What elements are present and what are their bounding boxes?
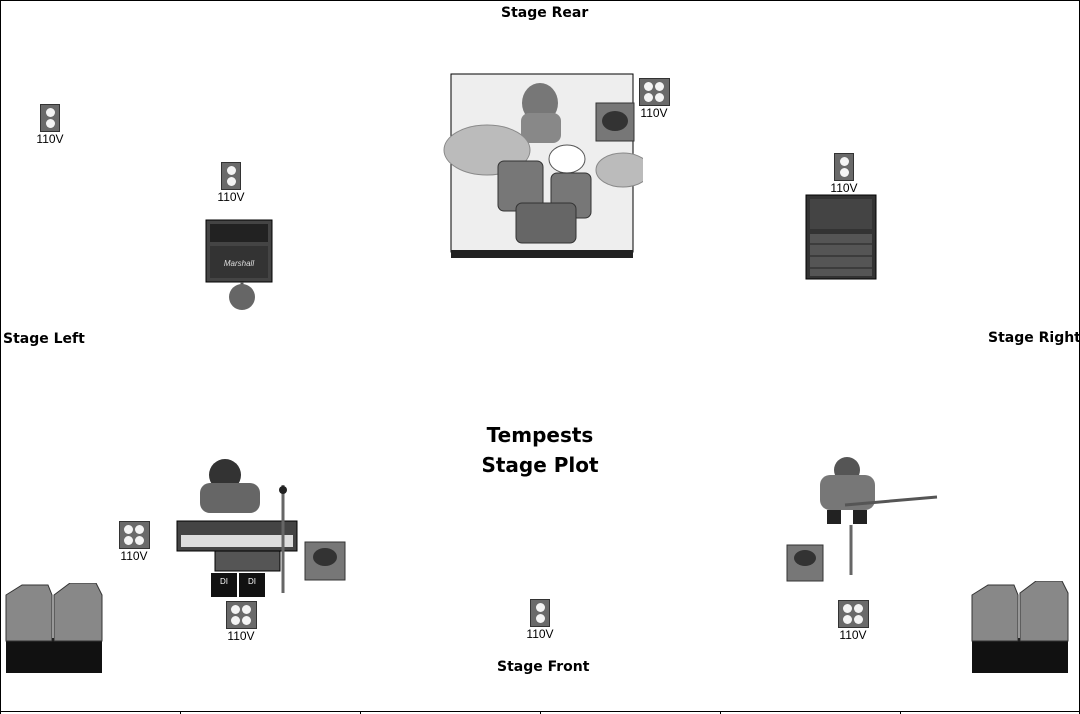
- drum-kit-icon: [443, 73, 643, 258]
- power-outlet: 110V: [221, 601, 261, 643]
- outlet-icon: [118, 521, 150, 549]
- ruler-tick: [720, 711, 721, 714]
- di-box-label: DI: [248, 577, 256, 586]
- stage-left-label: Stage Left: [3, 331, 85, 347]
- outlet-icon: [221, 162, 241, 190]
- outlet-label: 110V: [839, 628, 867, 642]
- title-subtitle: Stage Plot: [481, 453, 599, 477]
- outlet-icon: [638, 78, 670, 106]
- plot-title: Tempests Stage Plot: [440, 420, 640, 480]
- power-outlet: 110V: [114, 521, 154, 563]
- outlet-label: 110V: [640, 106, 668, 120]
- stage-right-label: Stage Right: [988, 330, 1080, 346]
- power-outlet: 110V: [833, 600, 873, 642]
- guitar-amp-icon: Marshall: [205, 219, 273, 310]
- ruler-tick: [180, 711, 181, 714]
- power-outlet: 110V: [211, 162, 251, 204]
- outlet-label: 110V: [120, 549, 148, 563]
- outlet-label: 110V: [526, 627, 554, 641]
- outlet-label: 110V: [217, 190, 245, 204]
- keyboard-player-icon: DI DI: [176, 459, 346, 597]
- power-outlet: 110V: [30, 104, 70, 146]
- stage-rear-label: Stage Rear: [501, 5, 589, 21]
- bass-player-icon: [786, 457, 938, 582]
- bass-amp-icon: [805, 194, 877, 280]
- outlet-label: 110V: [36, 132, 64, 146]
- outlet-icon: [837, 600, 869, 628]
- di-box-label: DI: [220, 577, 228, 586]
- power-outlet: 110V: [824, 153, 864, 195]
- outlet-icon: [225, 601, 257, 629]
- outlet-icon: [834, 153, 854, 181]
- ruler-tick: [360, 711, 361, 714]
- title-band: Tempests: [486, 423, 594, 447]
- outlet-label: 110V: [227, 629, 255, 643]
- outlet-label: 110V: [830, 181, 858, 195]
- power-outlet: 110V: [634, 78, 674, 120]
- ruler-tick: [900, 711, 901, 714]
- ruler-tick: [540, 711, 541, 714]
- outlet-icon: [530, 599, 550, 627]
- power-outlet: 110V: [520, 599, 560, 641]
- outlet-icon: [40, 104, 60, 132]
- pa-speaker-stack-right-icon: [971, 581, 1069, 673]
- stage-front-label: Stage Front: [497, 659, 590, 675]
- pa-speaker-stack-left-icon: [5, 583, 103, 673]
- amp-brand-text: Marshall: [224, 259, 254, 268]
